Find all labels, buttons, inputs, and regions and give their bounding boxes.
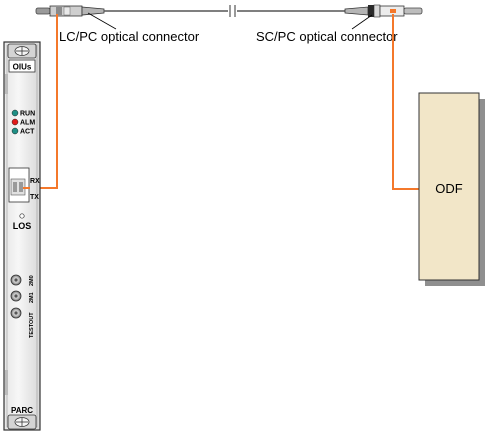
sc-connector xyxy=(344,4,423,18)
los-indicator-icon xyxy=(19,213,25,219)
lc-connector xyxy=(49,5,105,17)
svg-text:RUN: RUN xyxy=(20,111,35,118)
lc-leader xyxy=(87,12,117,30)
lc-ferrule xyxy=(35,7,51,15)
fiber-to-odf xyxy=(392,14,419,190)
odf-frame: ODF xyxy=(418,92,485,286)
svg-text:ACT: ACT xyxy=(20,129,35,136)
led-alm: ALM xyxy=(11,118,35,127)
board-name-bottom: PARC xyxy=(11,406,33,415)
oius-board: OIUs RUN ALM ACT RX TX LOS xyxy=(3,41,41,431)
svg-text:ALM: ALM xyxy=(20,120,35,127)
led-act: ACT xyxy=(11,127,35,136)
coax-label-testout: TESTOUT xyxy=(29,312,35,338)
port-tx-label: TX xyxy=(30,194,39,201)
port-rx-label: RX xyxy=(30,178,40,185)
sc-connector-label: SC/PC optical connector xyxy=(256,29,398,44)
coax-port-2m0 xyxy=(10,274,22,286)
patch-cord: LC/PC optical connector SC/PC optical co… xyxy=(35,4,423,44)
lc-connector-label: LC/PC optical connector xyxy=(59,29,200,44)
coax-label-2m0: 2M0 xyxy=(29,275,35,286)
los-label: LOS xyxy=(13,221,32,231)
cable-break-marks xyxy=(229,5,236,17)
optical-port xyxy=(8,167,30,203)
coax-label-2m1: 2M1 xyxy=(29,292,35,303)
coax-port-testout xyxy=(10,307,22,319)
odf-label: ODF xyxy=(435,181,463,196)
board-name-top: OIUs xyxy=(13,63,32,72)
bottom-ejector xyxy=(7,414,37,430)
led-run: RUN xyxy=(11,109,35,118)
coax-port-2m1 xyxy=(10,290,22,302)
sc-leader xyxy=(351,14,373,30)
board-name-plate xyxy=(8,59,36,73)
top-ejector xyxy=(7,43,37,59)
